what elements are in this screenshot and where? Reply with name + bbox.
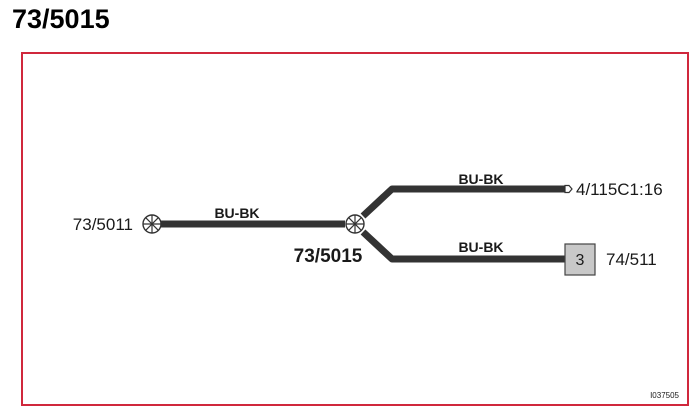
upper-branch-wire <box>360 185 565 219</box>
main-wire-label: BU-BK <box>214 205 259 221</box>
circled-cross-splice-icon <box>345 214 365 234</box>
splice-label: 73/5015 <box>294 246 363 267</box>
document-code: I037505 <box>650 391 679 400</box>
upper-wire-label: BU-BK <box>458 171 503 187</box>
lower-connector-label: 74/511 <box>606 250 657 269</box>
lower-connector-pin: 3 <box>576 252 585 269</box>
diagram-frame <box>21 52 689 406</box>
left-connector-label: 73/5011 <box>73 215 133 234</box>
wire-end-terminal-icon <box>564 184 573 194</box>
upper-terminal-label: 4/115C1:16 <box>576 180 663 199</box>
page-title: 73/5015 <box>12 4 110 34</box>
lower-branch-wire <box>360 229 565 263</box>
circled-cross-connector-icon <box>142 214 162 234</box>
lower-wire-label: BU-BK <box>458 239 503 255</box>
lower-connector-box <box>564 243 596 276</box>
